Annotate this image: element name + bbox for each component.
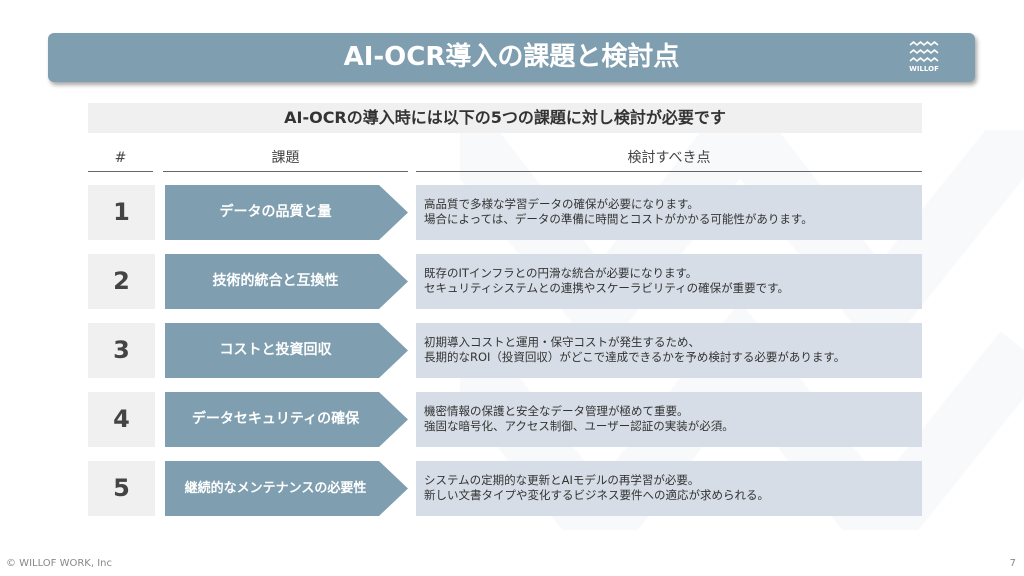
desc-line: 初期導入コストと運用・保守コストが発生するため、 [424,335,700,349]
desc-line: 強固な暗号化、アクセス制御、ユーザー認証の実装が必須。 [424,419,734,433]
row-number: 5 [88,461,155,516]
row-number: 3 [88,323,155,378]
slide-title: AI-OCR導入の課題と検討点 WILLOF [48,33,975,82]
issue-label: 技術的統合と互換性 [165,254,408,309]
row-description: 高品質で多様な学習データの確保が必要になります。場合によっては、データの準備に時… [416,185,922,240]
desc-line: 新しい文書タイプや変化するビジネス要件への適応が求められる。 [424,488,769,502]
issue-label: コストと投資回収 [165,323,408,378]
table-row: 5 継続的なメンテナンスの必要性 システムの定期的な更新とAIモデルの再学習が必… [88,461,922,516]
logo-text: WILLOF [909,65,939,73]
wave-icon [909,41,939,63]
willof-logo: WILLOF [909,41,939,73]
desc-line: 既存のITインフラとの円滑な統合が必要になります。 [424,266,698,280]
issue-label: データセキュリティの確保 [165,392,408,447]
row-description: システムの定期的な更新とAIモデルの再学習が必要。新しい文書タイプや変化するビジ… [416,461,922,516]
copyright: © WILLOF WORK, Inc [6,558,113,569]
desc-line: 長期的なROI（投資回収）がどこで達成できるかを予め検討する必要があります。 [424,350,846,364]
desc-line: システムの定期的な更新とAIモデルの再学習が必要。 [424,473,700,487]
table-row: 4 データセキュリティの確保 機密情報の保護と安全なデータ管理が極めて重要。強固… [88,392,922,447]
table-row: 3 コストと投資回収 初期導入コストと運用・保守コストが発生するため、長期的なR… [88,323,922,378]
desc-line: 機密情報の保護と安全なデータ管理が極めて重要。 [424,404,689,418]
page-number: 7 [1009,558,1016,569]
row-number: 4 [88,392,155,447]
slide-title-text: AI-OCR導入の課題と検討点 [343,42,680,72]
row-number: 1 [88,185,155,240]
issue-label: データの品質と量 [165,185,408,240]
issue-label: 継続的なメンテナンスの必要性 [165,461,408,516]
header-num: # [88,148,153,172]
header-issue: 課題 [163,148,408,172]
header-points: 検討すべき点 [416,148,922,172]
desc-line: 高品質で多様な学習データの確保が必要になります。 [424,197,699,211]
table-row: 1 データの品質と量 高品質で多様な学習データの確保が必要になります。場合によっ… [88,185,922,240]
row-description: 既存のITインフラとの円滑な統合が必要になります。セキュリティシステムとの連携や… [416,254,922,309]
row-description: 機密情報の保護と安全なデータ管理が極めて重要。強固な暗号化、アクセス制御、ユーザ… [416,392,922,447]
desc-line: セキュリティシステムとの連携やスケーラビリティの確保が重要です。 [424,281,790,295]
row-number: 2 [88,254,155,309]
table-row: 2 技術的統合と互換性 既存のITインフラとの円滑な統合が必要になります。セキュ… [88,254,922,309]
row-description: 初期導入コストと運用・保守コストが発生するため、長期的なROI（投資回収）がどこ… [416,323,922,378]
desc-line: 場合によっては、データの準備に時間とコストがかかる可能性があります。 [424,212,813,226]
subtitle: AI-OCRの導入時には以下の5つの課題に対し検討が必要です [88,103,922,133]
